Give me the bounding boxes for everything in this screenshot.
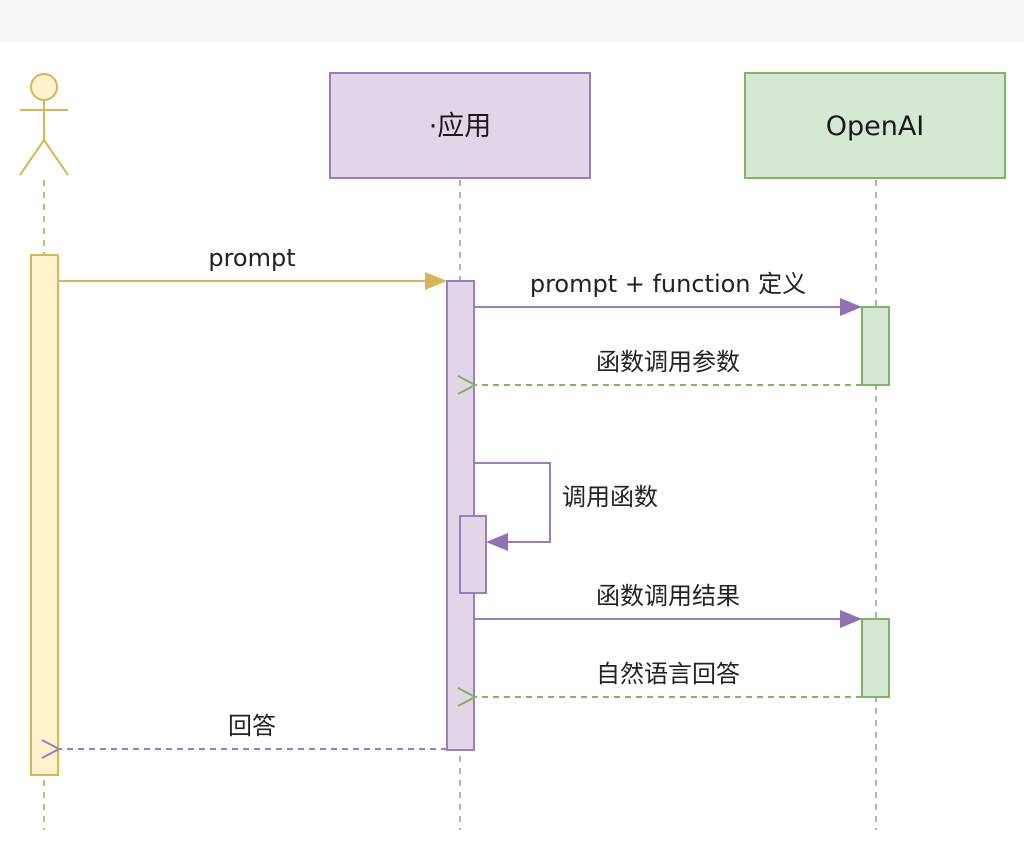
message-label-answer: 回答 (228, 712, 276, 740)
openai-activation-2 (861, 618, 890, 698)
top-band (0, 0, 1024, 42)
message-arrow-call-function (474, 462, 551, 551)
openai-activation-1 (861, 306, 890, 386)
message-label-prompt-function: prompt + function 定义 (530, 270, 806, 298)
message-label-function-args: 函数调用参数 (596, 348, 740, 376)
actor-icon (19, 73, 69, 176)
actor-activation (30, 254, 59, 776)
app-participant-label: ·应用 (429, 111, 492, 142)
message-label-natural-answer: 自然语言回答 (596, 660, 740, 688)
message-label-function-result: 函数调用结果 (596, 582, 740, 610)
message-label-prompt: prompt (208, 244, 295, 272)
app-participant-box (329, 72, 591, 179)
app-self-activation (459, 515, 487, 594)
message-label-call-function: 调用函数 (562, 483, 658, 511)
openai-participant-box (744, 72, 1006, 179)
openai-participant-label: OpenAI (826, 111, 925, 142)
